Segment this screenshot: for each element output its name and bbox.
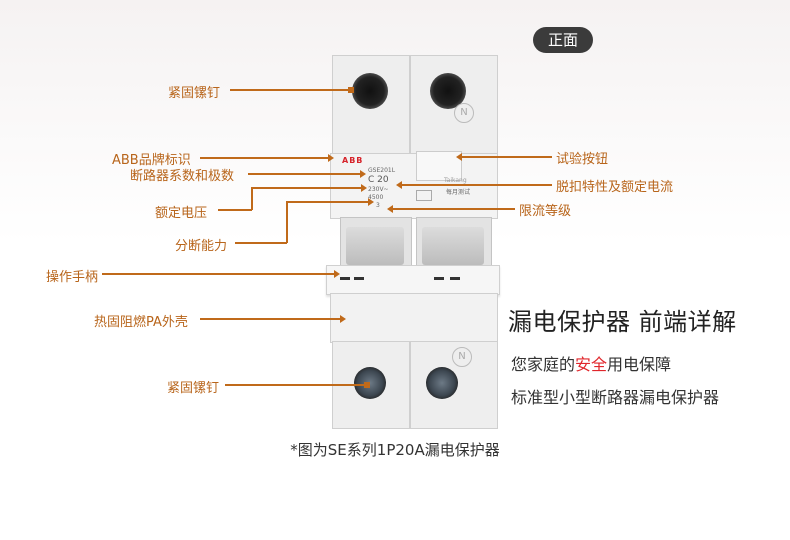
class-text: 3	[376, 202, 380, 209]
leader-arrow	[396, 181, 402, 189]
leader-bottom-screw	[225, 384, 365, 386]
leader-current-limit	[393, 208, 515, 210]
test-button[interactable]	[416, 151, 462, 181]
label-handle: 操作手柄	[46, 270, 99, 285]
leader-handle	[102, 273, 334, 275]
label-series-poles: 断路器系数和极数	[130, 169, 235, 184]
handle-bar[interactable]	[326, 265, 500, 295]
leader-dot	[348, 87, 354, 93]
bottom-left-screw-icon	[354, 367, 386, 399]
bar-mark	[340, 277, 350, 280]
leader-dot	[364, 382, 370, 388]
leader-arrow	[328, 154, 334, 162]
leader-capacity-h2	[286, 201, 368, 203]
leader-rated-voltage-v	[251, 187, 253, 210]
neutral-mark-bottom: N	[452, 347, 472, 367]
label-trip-current: 脱扣特性及额定电流	[556, 180, 674, 195]
leader-arrow	[334, 270, 340, 278]
hero-line-1: 您家庭的安全用电保障	[511, 351, 671, 375]
leader-arrow	[361, 184, 367, 192]
voltage-text: 230V~	[368, 186, 389, 193]
leader-test-button	[462, 156, 552, 158]
leader-trip-current	[402, 184, 552, 186]
leader-arrow	[340, 315, 346, 323]
view-badge: 正面	[533, 27, 593, 53]
leader-rated-voltage-h	[218, 209, 252, 211]
leader-abb-logo	[200, 157, 328, 159]
leader-arrow	[368, 198, 374, 206]
abb-logo: ABB	[342, 156, 364, 165]
leader-rated-voltage-h2	[251, 187, 361, 189]
breaker-illustration: N ABB GSE201L C 20 230V~ 4500 3 每月测试 Tai…	[326, 55, 500, 429]
capacity-text: 4500	[368, 194, 384, 201]
neutral-mark-top: N	[454, 103, 474, 123]
hero-line-1-pre: 您家庭的	[511, 355, 576, 374]
model-text: GSE201L	[368, 167, 396, 174]
leader-housing	[200, 318, 340, 320]
bottom-right-screw-icon	[426, 367, 458, 399]
leader-top-screw	[230, 89, 350, 91]
hero-line-1-highlight: 安全	[575, 355, 608, 374]
caption: *图为SE系列1P20A漏电保护器	[290, 441, 500, 459]
leader-arrow	[456, 153, 462, 161]
test-text: 每月测试	[446, 189, 471, 196]
label-abb-logo: ABB品牌标识	[112, 153, 191, 168]
hero-line-2: 标准型小型断路器漏电保护器	[511, 388, 720, 407]
bar-mark	[354, 277, 364, 280]
bar-mark	[450, 277, 460, 280]
label-breaking-capacity: 分断能力	[175, 239, 228, 254]
leader-capacity-v	[286, 201, 288, 243]
bar-mark	[434, 277, 444, 280]
leader-arrow	[360, 170, 366, 178]
rating-text: C 20	[368, 175, 389, 185]
label-current-limit: 限流等级	[519, 204, 572, 219]
left-handle[interactable]	[346, 227, 404, 265]
right-handle[interactable]	[422, 227, 484, 265]
hero-title: 漏电保护器 前端详解	[508, 308, 737, 336]
lower-housing	[330, 293, 498, 343]
label-housing: 热固阻燃PA外壳	[94, 315, 188, 330]
brand-small-text: Taikang	[444, 177, 467, 184]
label-top-screw: 紧固镙钉	[168, 86, 221, 101]
leader-arrow	[387, 205, 393, 213]
envelope-icon	[416, 190, 432, 201]
label-bottom-screw: 紧固镙钉	[167, 381, 220, 396]
label-rated-voltage: 额定电压	[155, 206, 208, 221]
leader-series-poles	[248, 173, 360, 175]
label-test-button: 试验按钮	[556, 152, 609, 167]
hero-line-1-post: 用电保障	[607, 355, 672, 374]
top-left-screw-icon	[352, 73, 388, 109]
leader-capacity-h	[235, 242, 287, 244]
